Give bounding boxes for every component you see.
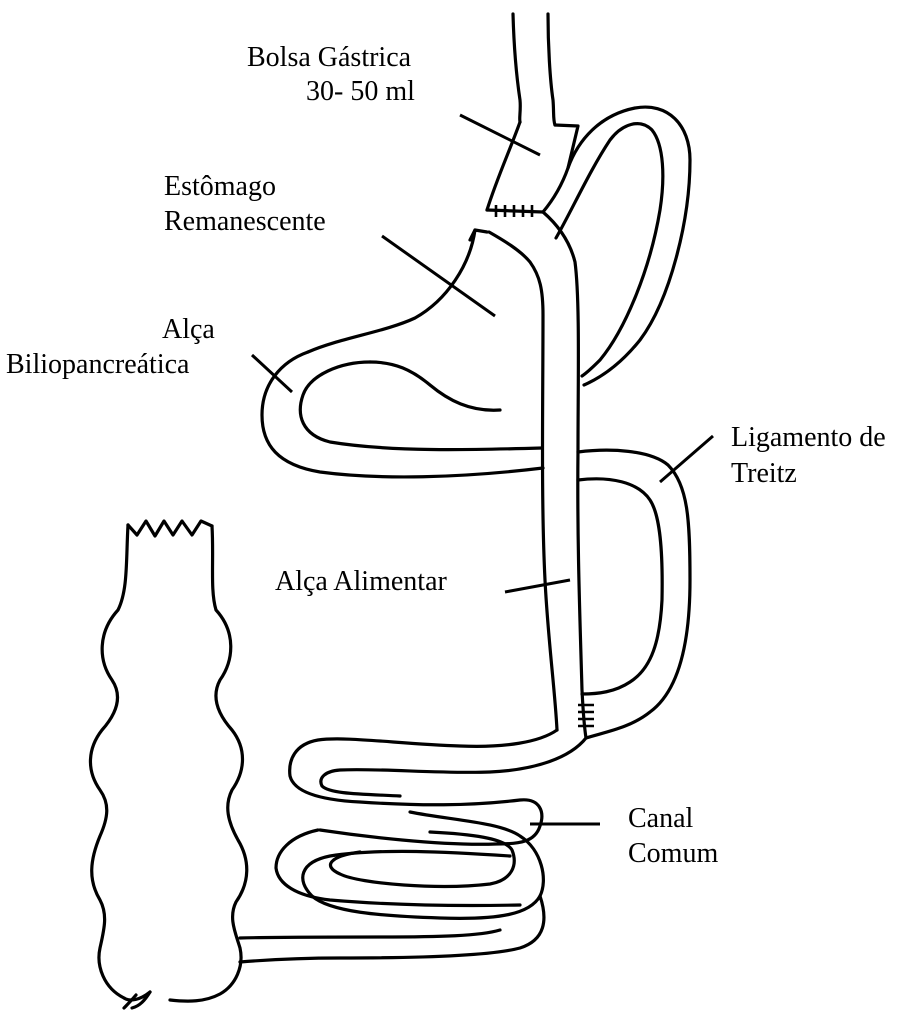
leader-bolsa-gastrica (460, 115, 540, 155)
leader-alca-biliopancreatica (252, 355, 292, 392)
leader-alca-alimentar (505, 580, 570, 592)
colon (90, 521, 246, 1008)
remnant-stomach-fundus (556, 107, 690, 385)
label-canal-comum-line1: Canal (628, 803, 694, 834)
label-alca-biliopancreatica-line2: Biliopancreática (6, 349, 190, 380)
treitz-loop (578, 450, 690, 738)
label-estomago-line2: Remanescente (164, 206, 326, 237)
label-bolsa-gastrica-line1: Bolsa Gástrica (247, 42, 412, 73)
leader-ligamento-treitz (660, 436, 713, 482)
alimentary-limb (489, 212, 586, 738)
jejunojejunal-anastomosis (578, 705, 594, 726)
label-bolsa-gastrica-line2: 30- 50 ml (306, 76, 415, 107)
esophagus (513, 14, 555, 125)
label-estomago-line1: Estômago (164, 171, 276, 202)
label-ligamento-treitz-line1: Ligamento de (731, 422, 886, 453)
label-alca-biliopancreatica-line1: Alça (162, 314, 215, 345)
leader-estomago-remanescente (382, 236, 495, 316)
label-ligamento-treitz-line2: Treitz (731, 458, 797, 489)
biliopancreatic-limb (262, 352, 543, 477)
label-alca-alimentar: Alça Alimentar (275, 566, 448, 597)
label-canal-comum-line2: Comum (628, 838, 718, 869)
common-channel (240, 730, 586, 962)
remnant-stomach (308, 230, 500, 410)
